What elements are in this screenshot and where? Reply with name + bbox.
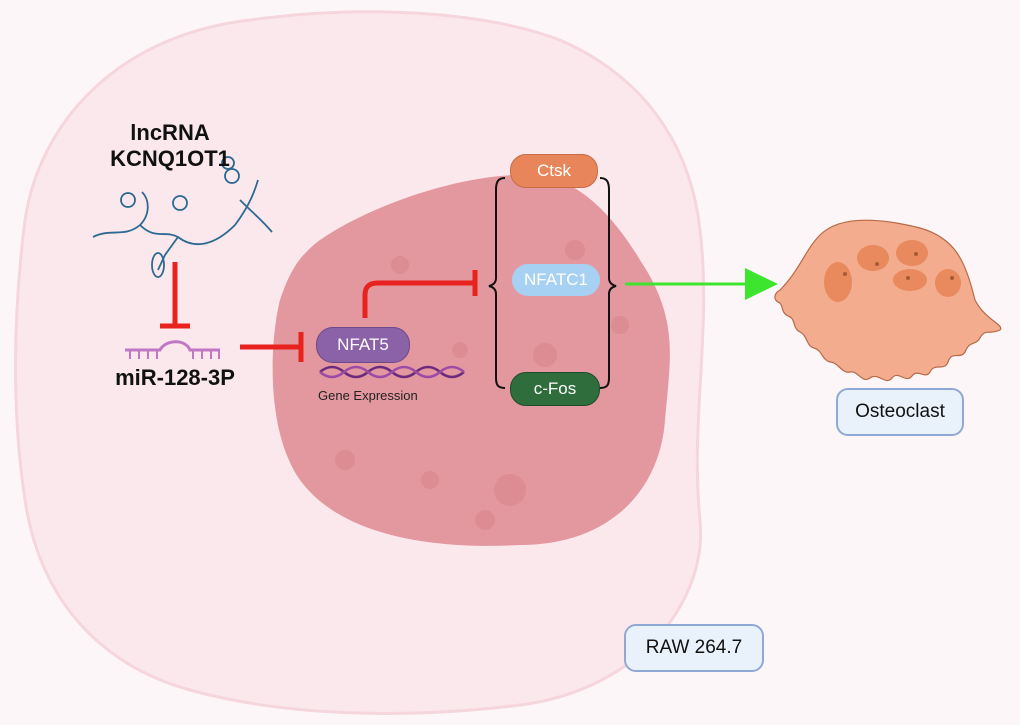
- right-brace: [599, 177, 617, 389]
- cell-line-label: RAW 264.7: [624, 624, 764, 672]
- nfat5-badge: NFAT5: [316, 327, 410, 363]
- lncrna-label: lncRNA KCNQ1OT1: [95, 120, 245, 172]
- inhibit-nfat5-targets: [362, 280, 474, 318]
- nfatc1-badge: NFATC1: [512, 264, 600, 296]
- osteoclast-label: Osteoclast: [836, 388, 964, 436]
- lncrna-name: lncRNA: [130, 120, 210, 145]
- osteoclast-cell-icon: [774, 219, 1002, 382]
- gene-expression-label: Gene Expression: [318, 388, 418, 403]
- mirna-label: miR-128-3P: [115, 365, 235, 390]
- nucleus-speckles: [335, 240, 629, 530]
- lncrna-id: KCNQ1OT1: [110, 146, 230, 171]
- cfos-badge: c-Fos: [510, 372, 600, 406]
- mirna-icon: [125, 340, 220, 359]
- ctsk-badge: Ctsk: [510, 154, 598, 188]
- dna-helix-icon: [319, 365, 465, 379]
- left-brace: [488, 177, 506, 389]
- lncrna-structure-icon: [92, 156, 273, 278]
